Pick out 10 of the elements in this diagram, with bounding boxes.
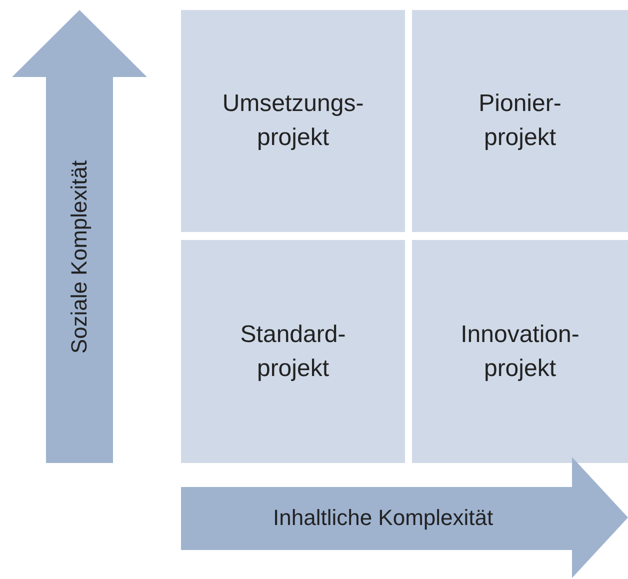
quadrant-box (412, 240, 628, 463)
axis-label: Soziale Komplexität (66, 160, 93, 354)
quadrant-label: Umsetzungs- projekt (221, 89, 365, 153)
quadrant-label: Innovation- projekt (460, 320, 580, 384)
axis-label: Inhaltliche Komplexität (273, 505, 494, 531)
quadrant-label: Standard- projekt (239, 320, 347, 384)
quadrant-box (181, 10, 405, 232)
quadrant-label: Pionier- projekt (478, 89, 562, 153)
quadrant-box (181, 240, 405, 463)
quadrant-box (412, 10, 628, 232)
